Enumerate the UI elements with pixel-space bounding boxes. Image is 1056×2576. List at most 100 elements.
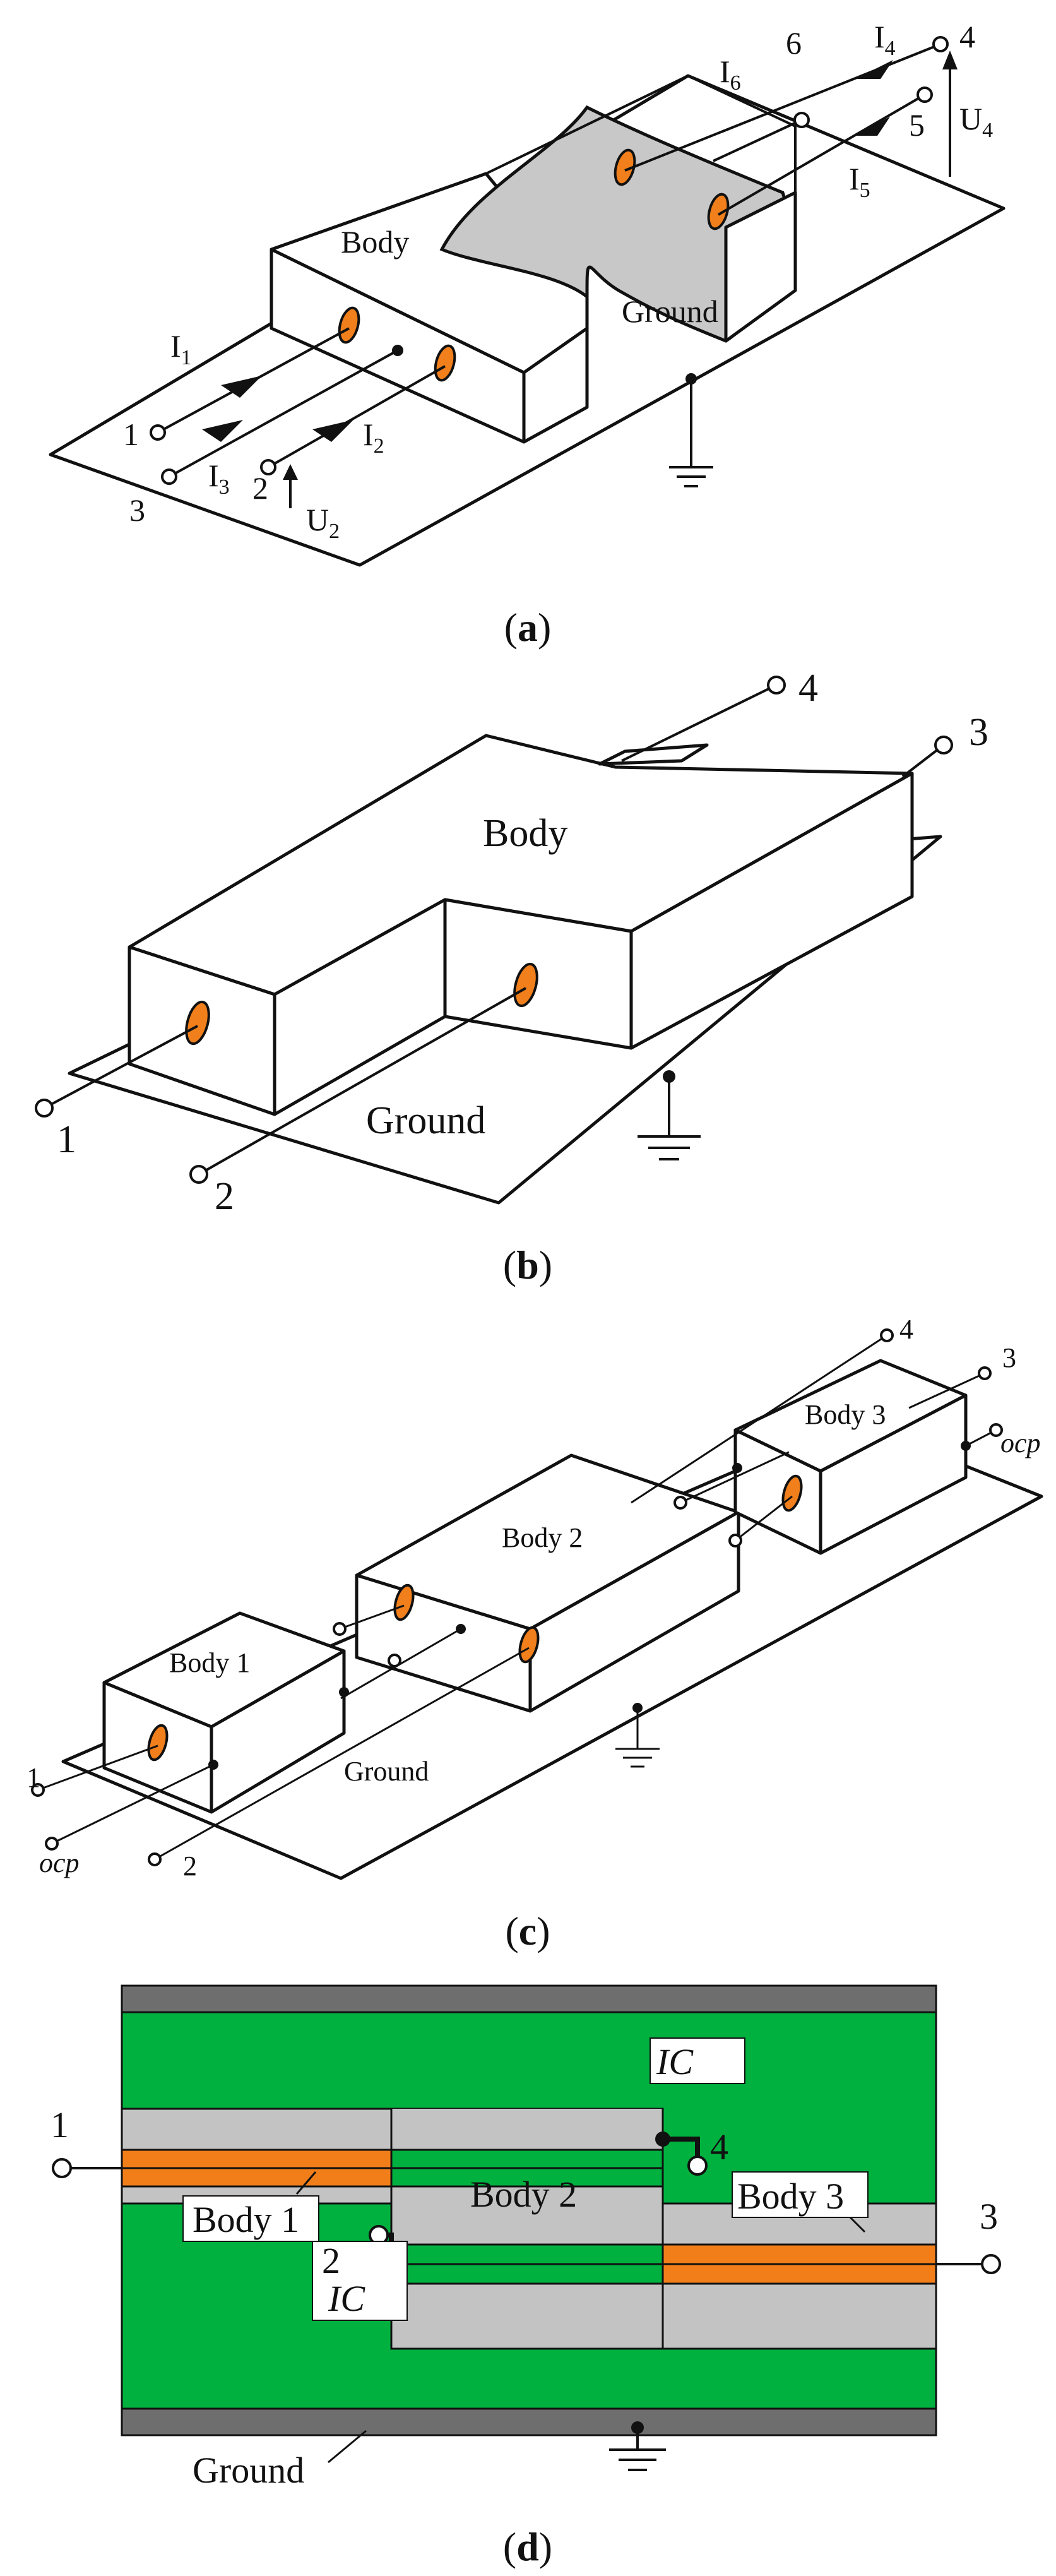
panel-c: Body 1 Body 2 Body 3 Ground 1 2 3 4 ocp … xyxy=(27,1314,1043,1953)
junction-c5 xyxy=(961,1441,971,1451)
terminal-a3: 3 xyxy=(129,492,145,528)
box-ic-top xyxy=(650,2037,745,2084)
caption-b: (b) xyxy=(503,1243,552,1287)
wire-c-12b xyxy=(340,1628,461,1700)
electrode-b1 xyxy=(185,1000,210,1046)
body3-leader xyxy=(848,2215,866,2233)
arrow-u2-head xyxy=(283,464,298,480)
port-b2 xyxy=(189,1165,208,1184)
port-c4 xyxy=(880,1328,894,1342)
terminal-a5: 5 xyxy=(909,107,925,143)
arrow-i3 xyxy=(202,420,243,442)
current-i3: I3 xyxy=(208,458,230,499)
terminal-c3: 3 xyxy=(1002,1342,1016,1373)
label-body3-c: Body 3 xyxy=(805,1399,886,1430)
ground-strip-top xyxy=(121,1984,937,2013)
current-i4: I4 xyxy=(874,19,896,60)
terminal-a2: 2 xyxy=(252,470,268,506)
port-c-12a xyxy=(333,1622,347,1636)
body3-c-side xyxy=(819,1393,968,1555)
wire-a5 xyxy=(717,93,926,216)
port-c-23a xyxy=(673,1496,687,1510)
ground-symbol-a xyxy=(669,466,713,487)
body1-leader xyxy=(295,2171,317,2195)
terminal-d4: 4 xyxy=(710,2126,728,2168)
wire-c-12 xyxy=(339,1604,405,1630)
terminal-b4: 4 xyxy=(798,667,818,710)
port-a1 xyxy=(150,424,166,441)
port-d4 xyxy=(687,2156,708,2176)
terminal-b2: 2 xyxy=(215,1175,234,1218)
voltage-u2: U2 xyxy=(306,502,340,543)
port-a5 xyxy=(917,86,933,103)
label-body3-d: Body 3 xyxy=(737,2176,844,2217)
voltage-u4: U4 xyxy=(959,101,993,142)
wire-a6 xyxy=(713,119,802,162)
wire-a3 xyxy=(169,349,398,478)
port-d3 xyxy=(981,2254,1001,2274)
port-c1 xyxy=(31,1783,45,1797)
terminal-c1: 1 xyxy=(27,1762,40,1793)
terminal-c4: 4 xyxy=(899,1314,913,1345)
ground-symbol-c xyxy=(615,1748,660,1768)
wire-b1 xyxy=(44,1025,198,1109)
port-a2 xyxy=(260,459,276,475)
label-ground-d: Ground xyxy=(193,2450,304,2491)
port-c-ocp1 xyxy=(45,1837,59,1851)
electrode-a2 xyxy=(434,344,456,382)
wire-b4 xyxy=(621,684,777,762)
terminal-d2: 2 xyxy=(322,2240,340,2281)
body-a-rightblock xyxy=(724,191,797,343)
port-c-12b xyxy=(388,1654,401,1667)
port-b1 xyxy=(35,1099,54,1118)
current-i6: I6 xyxy=(720,54,741,95)
electrode-a3 xyxy=(614,148,636,186)
electrode-c1 xyxy=(147,1724,169,1762)
ground-strip-bottom xyxy=(121,2407,937,2436)
body2-c-side xyxy=(528,1510,740,1713)
label-ocp-c2: ocp xyxy=(1000,1428,1041,1458)
electrode-a1 xyxy=(338,306,360,344)
current-i2: I2 xyxy=(363,417,384,458)
box-ic-bottom xyxy=(312,2241,408,2321)
arrow-i4 xyxy=(855,60,893,79)
label-ground-c: Ground xyxy=(344,1756,429,1787)
port-d1 xyxy=(52,2158,72,2178)
electrode-b2 xyxy=(513,962,538,1008)
port-a4 xyxy=(932,36,949,52)
terminal-d1: 1 xyxy=(50,2104,69,2145)
ground-node-b xyxy=(663,1070,675,1083)
label-ocp-c1: ocp xyxy=(39,1847,80,1878)
label-body2-d: Body 2 xyxy=(470,2174,577,2215)
wire-a2 xyxy=(268,365,446,468)
port-c-ocp2 xyxy=(989,1423,1003,1437)
ground-symbol-d xyxy=(609,2428,666,2471)
ground-symbol-b xyxy=(638,1135,701,1160)
label-body-a: Body xyxy=(341,224,409,259)
terminal-c2: 2 xyxy=(183,1851,197,1881)
terminal-d3: 3 xyxy=(980,2196,998,2237)
ground-leader-d xyxy=(328,2430,367,2464)
body-b-side xyxy=(629,772,914,1050)
arrow-i1 xyxy=(221,376,262,398)
terminal-b3: 3 xyxy=(969,711,988,754)
caption-a: (a) xyxy=(504,605,552,650)
wire-b2 xyxy=(198,987,526,1176)
junction-c3 xyxy=(456,1624,466,1634)
wire-c4 xyxy=(631,1334,887,1504)
port-a6 xyxy=(793,112,810,128)
junction-c1 xyxy=(208,1760,218,1770)
arrow-u4-head xyxy=(942,51,958,69)
label-ground-a: Ground xyxy=(622,294,718,329)
port-b3 xyxy=(934,736,953,754)
electrode-a4 xyxy=(707,193,730,230)
current-i1: I1 xyxy=(170,328,192,369)
wire-c3 xyxy=(908,1372,985,1409)
arrow-i5 xyxy=(852,117,890,136)
label-body1-c: Body 1 xyxy=(169,1647,250,1678)
label-body-b: Body xyxy=(483,812,567,855)
port-b4 xyxy=(767,676,786,695)
terminal-b1: 1 xyxy=(57,1118,76,1161)
body-a-topedge xyxy=(485,74,797,193)
